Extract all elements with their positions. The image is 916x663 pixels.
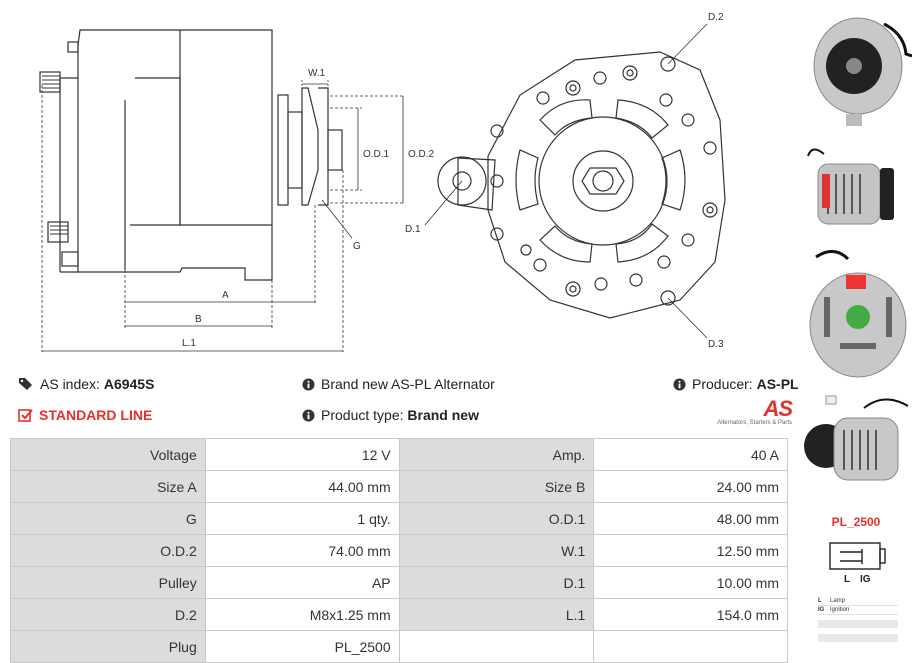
spec-value: 1 qty. — [204, 502, 400, 535]
logo-subtitle: Alternators, Starters & Parts — [717, 420, 792, 426]
as-index-value: A6945S — [103, 376, 155, 392]
label-l1: L.1 — [182, 338, 196, 349]
as-logo: AS Alternators, Starters & Parts — [716, 396, 793, 427]
label-b: B — [195, 314, 202, 325]
spec-label: D.2 — [10, 598, 206, 631]
label-d2: D.2 — [708, 12, 724, 23]
spec-value: M8x1.25 mm — [204, 598, 400, 631]
producer: Producer: AS-PL — [673, 376, 799, 392]
spec-value: AP — [204, 566, 400, 599]
standard-line-label: STANDARD LINE — [39, 407, 153, 423]
check-square-icon — [18, 409, 33, 422]
info-icon — [302, 409, 315, 422]
label-od1: O.D.1 — [363, 149, 390, 160]
product-photo-angle[interactable] — [804, 388, 912, 493]
spec-label: Pulley — [10, 566, 206, 599]
legend-desc: Ignition — [830, 607, 850, 613]
brand-new-text: Brand new AS-PL Alternator — [321, 376, 495, 392]
product-type-value: Brand new — [407, 407, 479, 423]
label-d1: D.1 — [405, 224, 421, 235]
spec-value: PL_2500 — [204, 630, 400, 663]
spec-label — [398, 630, 595, 663]
product-type: Product type: Brand new — [302, 407, 479, 423]
spec-label: Voltage — [10, 438, 206, 471]
as-index-label: AS index: — [40, 376, 100, 392]
spec-value: 24.00 mm — [593, 470, 788, 503]
spec-label: O.D.1 — [398, 502, 595, 535]
spec-value: 12.50 mm — [593, 534, 788, 567]
spec-label: G — [10, 502, 206, 535]
plug-pin-ig: IG — [860, 574, 871, 585]
product-photo-side[interactable] — [804, 134, 912, 242]
legend-row: L Lamp — [818, 597, 898, 606]
spec-value: 40 A — [593, 438, 788, 471]
producer-label: Producer: — [692, 376, 753, 392]
plug-legend: L Lamp IG Ignition — [818, 597, 898, 642]
plug-name: PL_2500 — [831, 515, 881, 529]
spec-value — [593, 630, 788, 663]
spec-label: L.1 — [398, 598, 595, 631]
spec-label: D.1 — [398, 566, 595, 599]
spec-value: 154.0 mm — [593, 598, 788, 631]
legend-code: L — [818, 598, 822, 604]
tags-icon — [19, 378, 32, 390]
standard-line: STANDARD LINE — [18, 407, 152, 423]
label-a: A — [222, 290, 229, 301]
product-photo-rear[interactable] — [804, 247, 912, 382]
technical-drawing: W.1 O.D.1 O.D.2 G A B L.1 D.1 D.2 D.3 — [39, 12, 726, 352]
spec-label: Plug — [10, 630, 206, 663]
legend-desc: Lamp — [830, 598, 846, 604]
label-od2: O.D.2 — [408, 149, 435, 160]
label-g: G — [353, 241, 361, 252]
label-d3: D.3 — [708, 339, 724, 350]
spec-label: W.1 — [398, 534, 595, 567]
product-type-label: Product type: — [321, 407, 404, 423]
spec-value: 44.00 mm — [204, 470, 400, 503]
spec-value: 10.00 mm — [593, 566, 788, 599]
legend-empty-row — [818, 620, 898, 628]
legend-code: IG — [818, 607, 825, 613]
logo-mark: AS — [763, 396, 793, 421]
spec-value: 74.00 mm — [204, 534, 400, 567]
spec-value: 12 V — [204, 438, 400, 471]
info-icon — [673, 378, 686, 391]
as-index: AS index: A6945S — [18, 376, 154, 392]
legend-empty-row — [818, 634, 898, 642]
spec-label: Amp. — [398, 438, 595, 471]
spec-label: Size B — [398, 470, 595, 503]
info-icon — [302, 378, 315, 391]
spec-label: O.D.2 — [10, 534, 206, 567]
brand-new-info: Brand new AS-PL Alternator — [302, 376, 495, 392]
legend-row: IG Ignition — [818, 606, 898, 615]
spec-label: Size A — [10, 470, 206, 503]
product-photo-front[interactable] — [804, 4, 912, 129]
producer-value: AS-PL — [756, 376, 799, 392]
plug-diagram: L IG — [829, 542, 886, 585]
spec-value: 48.00 mm — [593, 502, 788, 535]
label-w1: W.1 — [308, 68, 326, 79]
plug-pin-l: L — [844, 574, 850, 585]
